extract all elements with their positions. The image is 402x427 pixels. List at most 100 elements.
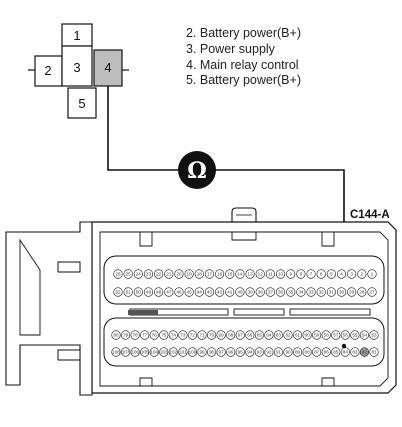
pin-number-105: 105 (141, 350, 149, 355)
pin-26 (113, 269, 123, 279)
pin-98 (206, 347, 217, 357)
pin-number-3: 3 (350, 272, 353, 277)
pin-number-17: 17 (207, 272, 213, 277)
relay-pin-2 (34, 55, 63, 87)
pin-number-69: 69 (219, 333, 225, 338)
relay-pin-5 (67, 87, 97, 119)
pin-22 (154, 269, 164, 279)
pin-49 (143, 287, 154, 297)
pin-104 (149, 347, 159, 357)
pin-79 (120, 330, 131, 340)
relay-pin-1-label: 1 (73, 28, 80, 43)
pin-53 (369, 330, 379, 340)
lever-tab-upper (57, 261, 81, 273)
pin-number-26: 26 (115, 272, 121, 277)
pin-59 (312, 330, 322, 340)
legend-item-5: 5. Battery power(B+) (186, 73, 301, 88)
pin-75 (159, 330, 169, 340)
pin-31 (326, 287, 336, 297)
pin-number-60: 60 (305, 333, 311, 338)
pin-number-25: 25 (126, 272, 132, 277)
pin-number-100: 100 (189, 350, 197, 355)
pin-27 (367, 287, 377, 297)
legend-item-2: 2. Battery power(B+) (186, 26, 301, 40)
pin-number-87: 87 (314, 350, 320, 355)
pin-number-45: 45 (187, 290, 193, 295)
pin-2 (357, 269, 367, 279)
pin-number-74: 74 (171, 333, 177, 338)
pin-37 (265, 287, 276, 297)
pin-19 (184, 269, 194, 279)
pin-32 (316, 287, 326, 297)
pin-106 (130, 347, 140, 357)
pin-number-22: 22 (156, 272, 162, 277)
pin-number-1: 1 (371, 272, 374, 277)
pin-34 (296, 287, 306, 297)
pin-number-34: 34 (298, 290, 304, 295)
pin-number-61: 61 (295, 333, 301, 338)
pin-57 (331, 330, 341, 340)
lever-inner (19, 238, 41, 336)
pin-number-66: 66 (247, 333, 253, 338)
pin-51 (123, 287, 133, 297)
pin-number-78: 78 (133, 333, 139, 338)
pin-83 (350, 347, 360, 357)
pin-number-43: 43 (207, 290, 213, 295)
pin-6 (316, 269, 326, 279)
pin-legend: 2. Battery power(B+) 3. Power supply 4. … (186, 26, 301, 89)
pin-number-93: 93 (257, 350, 263, 355)
lower-pin-cavity (103, 317, 385, 367)
ohmmeter-circle (178, 151, 216, 189)
pin-71 (197, 330, 207, 340)
pin-105 (140, 347, 150, 357)
ohmmeter-symbol: Ω (187, 158, 207, 184)
pin-number-35: 35 (288, 290, 294, 295)
pin-number-31: 31 (329, 290, 335, 295)
lever-tab-lower (57, 349, 81, 361)
pin-91 (273, 347, 284, 357)
pin-97 (216, 347, 226, 357)
pin-number-68: 68 (228, 333, 234, 338)
pin-69 (216, 330, 226, 340)
pin-78 (130, 330, 140, 340)
pin-99 (197, 347, 207, 357)
pin-number-41: 41 (227, 290, 233, 295)
pin-107 (120, 347, 131, 357)
pin-number-65: 65 (257, 333, 263, 338)
pin-number-80: 80 (113, 333, 119, 338)
pin-number-89: 89 (295, 350, 301, 355)
pin-3 (347, 269, 357, 279)
pin-number-15: 15 (227, 272, 233, 277)
relay-pin-3-label: 3 (73, 60, 80, 75)
pin-number-38: 38 (258, 290, 264, 295)
pin-94 (245, 347, 255, 357)
pin-65 (254, 330, 264, 340)
pin-10 (275, 269, 286, 279)
pin-80 (111, 330, 121, 340)
pin-number-95: 95 (238, 350, 244, 355)
pin-number-49: 49 (146, 290, 152, 295)
pin-21 (164, 269, 174, 279)
pin-73 (178, 330, 188, 340)
pin-108 (111, 347, 121, 357)
connector-id: C144-A (350, 209, 390, 221)
pin-number-39: 39 (248, 290, 254, 295)
pin-number-33: 33 (308, 290, 314, 295)
pin-36 (275, 287, 286, 297)
pin-62 (283, 330, 293, 340)
separator-bar-2 (233, 308, 285, 316)
pin-67 (235, 330, 245, 340)
pin-39 (245, 287, 255, 297)
pin-number-72: 72 (190, 333, 196, 338)
pin-number-11: 11 (268, 272, 273, 277)
pin-number-76: 76 (152, 333, 158, 338)
pin-11 (265, 269, 276, 279)
connector-inner-frame (99, 231, 389, 387)
relay-pin-3 (61, 45, 93, 87)
pin-40 (235, 287, 245, 297)
pin-47 (164, 287, 174, 297)
pin-number-64: 64 (266, 333, 272, 338)
pin-number-90: 90 (285, 350, 291, 355)
pin-14 (235, 269, 245, 279)
